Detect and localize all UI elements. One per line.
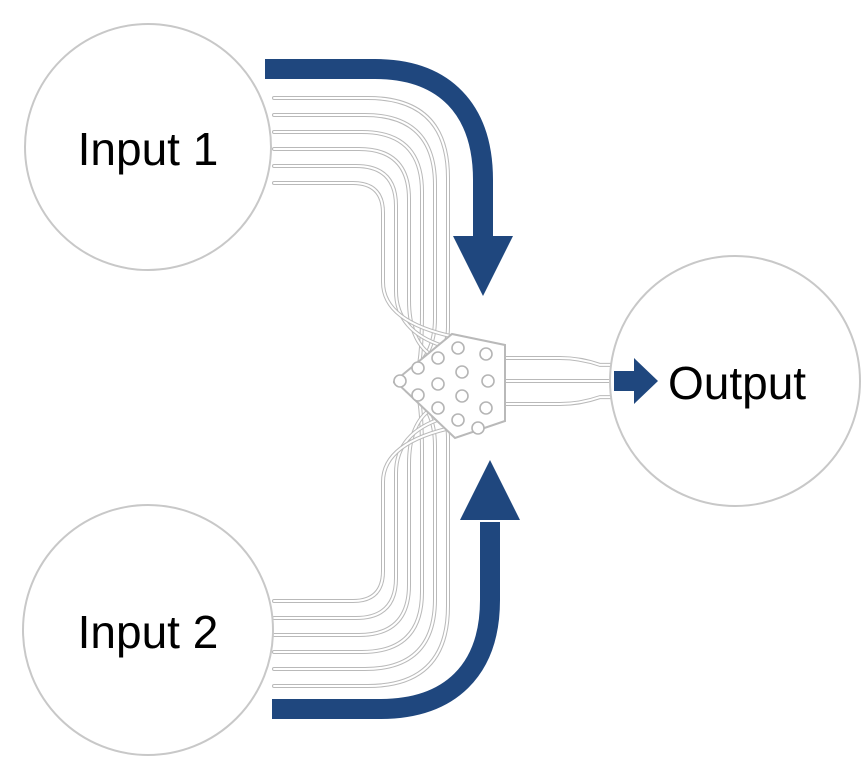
output-arrow-icon <box>614 358 658 404</box>
upper-channel-6-lumen <box>273 182 456 338</box>
pillar <box>411 361 425 375</box>
pillar-array <box>393 341 495 435</box>
pillar <box>393 374 407 388</box>
upper-channel-5 <box>272 164 445 348</box>
pillar <box>455 389 469 403</box>
lower-channel-5-lumen <box>273 417 444 619</box>
output-reservoir: Output <box>609 255 861 507</box>
pillar <box>455 365 469 379</box>
upper-channel-6 <box>272 181 457 339</box>
pillar <box>431 351 445 365</box>
input1-reservoir: Input 1 <box>24 23 272 271</box>
lower-channel-5 <box>272 416 445 620</box>
pillar <box>481 374 495 388</box>
input2-reservoir: Input 2 <box>22 504 274 756</box>
lower-channel-6-lumen <box>273 426 456 602</box>
lower-channel-bundle <box>272 380 457 688</box>
pillar <box>411 388 425 402</box>
pillar <box>479 347 493 361</box>
output-channel-3-lumen <box>504 396 613 405</box>
upper-channel-5-lumen <box>273 165 444 347</box>
output-channel-1-lumen <box>504 357 613 366</box>
pillar <box>431 401 445 415</box>
pillar <box>471 421 485 435</box>
upper-channel-4-lumen <box>273 148 432 356</box>
lower-channel-4-lumen <box>273 408 432 636</box>
pillar <box>479 401 493 415</box>
output-channel-bundle <box>503 356 614 406</box>
input2-flow-arrow-icon <box>272 460 520 719</box>
lower-channel-6 <box>272 425 457 603</box>
upper-channel-bundle <box>272 96 457 384</box>
lower-channel-3-lumen <box>273 399 423 653</box>
pillar <box>451 413 465 427</box>
mixing-chamber <box>393 332 506 440</box>
output-label: Output <box>668 357 806 409</box>
pillar <box>431 377 445 391</box>
input2-label: Input 2 <box>78 606 219 658</box>
pillar <box>451 341 465 355</box>
input1-label: Input 1 <box>78 123 219 175</box>
lower-channel-3 <box>272 398 424 654</box>
input1-flow-arrow-icon <box>265 59 513 296</box>
